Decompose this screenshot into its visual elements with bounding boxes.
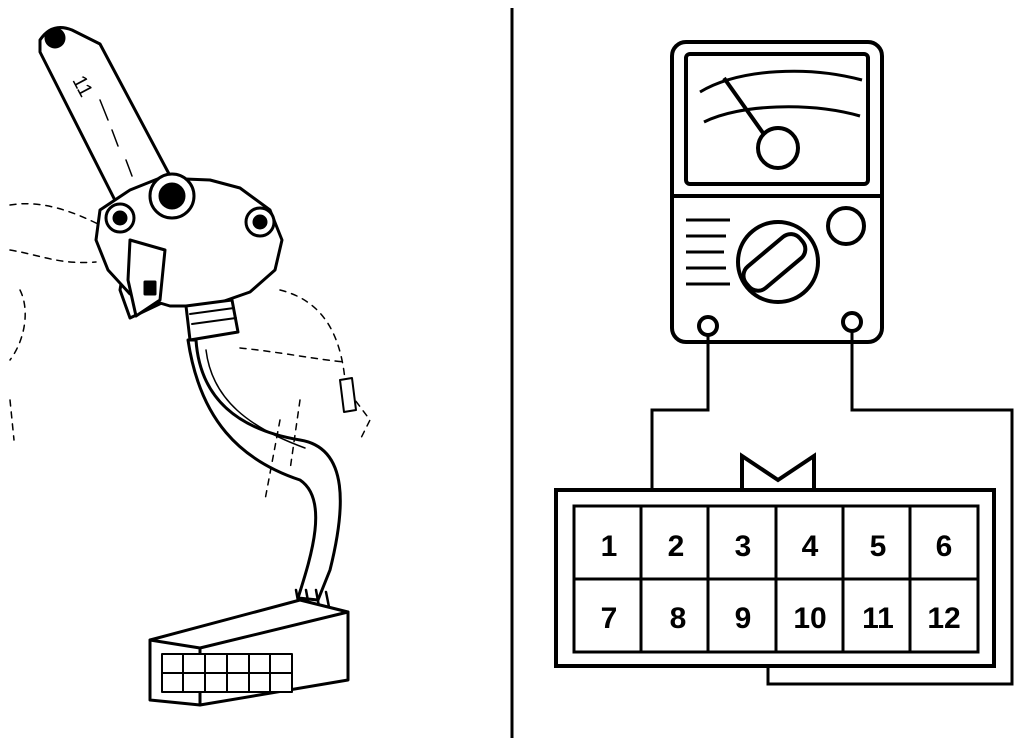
zero-adjust-icon (826, 206, 866, 246)
meter-vent (686, 218, 730, 286)
pin-label: 5 (870, 530, 887, 563)
ohmmeter-icon (670, 40, 884, 344)
meter-terminal-left (697, 315, 719, 337)
cable-gland (184, 298, 240, 342)
lever-switch-illustration: 11 (9, 26, 371, 707)
meter-terminal-right (841, 311, 863, 333)
connector-lock-tab (740, 452, 816, 492)
pin-label: 8 (670, 602, 687, 635)
pin-label: 3 (735, 530, 752, 563)
pin-label: 2 (668, 530, 685, 563)
connector-pin-labels: 1 2 3 4 5 6 7 8 9 10 11 12 (601, 530, 961, 635)
lever-hole (44, 27, 66, 49)
pin-label: 7 (601, 602, 618, 635)
meter-needle (722, 76, 770, 142)
needle-pivot (756, 126, 800, 170)
pin-label: 12 (927, 602, 960, 635)
test-lead-to-pin-9 (766, 331, 1014, 686)
pin-label: 10 (793, 602, 826, 635)
pin-label: 9 (735, 602, 752, 635)
pin-label: 6 (936, 530, 953, 563)
pin-label: 4 (802, 530, 819, 563)
context-sketch-lines (9, 202, 371, 501)
connector-face (554, 452, 996, 668)
plug-pin-grid (161, 653, 293, 693)
pin-label: 1 (601, 530, 618, 563)
pin-label: 11 (862, 602, 894, 635)
